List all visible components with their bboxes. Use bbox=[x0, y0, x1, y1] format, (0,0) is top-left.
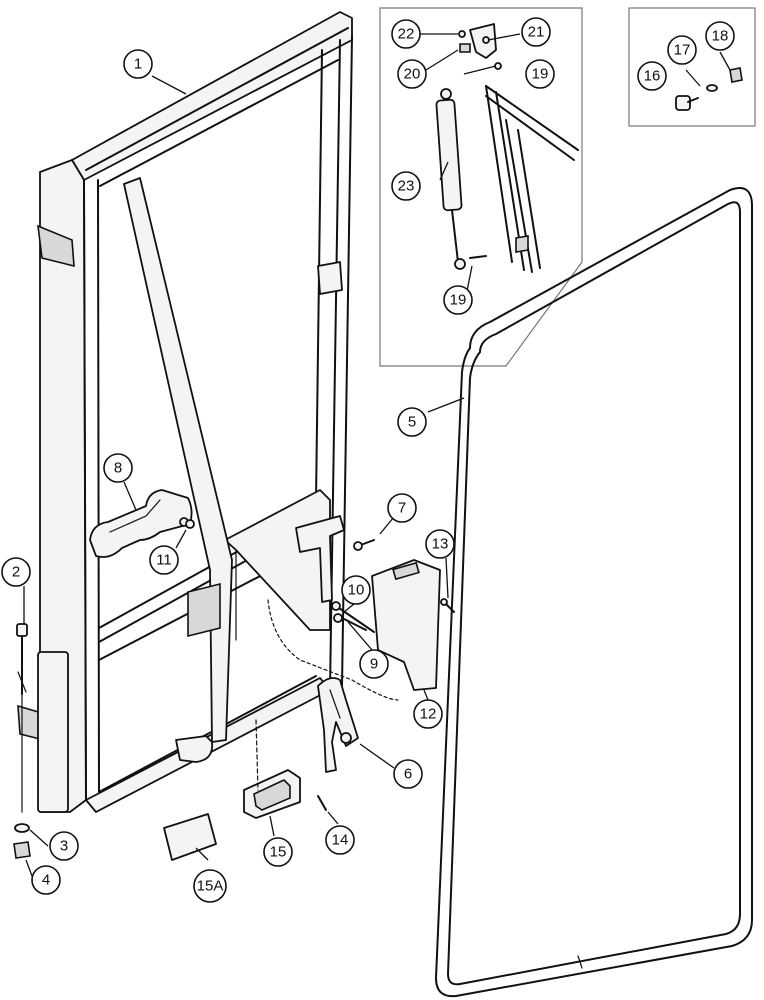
fastener-detail-box bbox=[628, 7, 756, 127]
washer-11 bbox=[185, 519, 195, 529]
callout-10: 10 bbox=[341, 575, 371, 605]
callout-label: 19 bbox=[450, 292, 467, 309]
callout-label: 7 bbox=[398, 500, 406, 517]
callout-label: 11 bbox=[156, 552, 172, 569]
leader-lines bbox=[23, 33, 731, 877]
callout-label: 9 bbox=[370, 656, 378, 673]
callout-label: 12 bbox=[420, 706, 437, 723]
callout-7: 7 bbox=[387, 493, 417, 523]
door-seal bbox=[435, 187, 753, 998]
callout-label: 16 bbox=[644, 68, 661, 85]
callout-label: 10 bbox=[348, 582, 365, 599]
callout-13: 13 bbox=[425, 529, 455, 559]
callout-label: 17 bbox=[674, 42, 691, 59]
callout-16: 16 bbox=[637, 61, 667, 91]
callout-label: 6 bbox=[404, 766, 412, 783]
callout-8: 8 bbox=[103, 453, 133, 483]
callout-label: 20 bbox=[404, 66, 421, 83]
callout-label: 2 bbox=[12, 564, 20, 581]
screw-14 bbox=[317, 795, 327, 811]
callout-14: 14 bbox=[325, 825, 355, 855]
callout-label: 13 bbox=[432, 536, 449, 553]
callout-9: 9 bbox=[359, 649, 389, 679]
callout-12: 12 bbox=[413, 699, 443, 729]
callout-17: 17 bbox=[667, 35, 697, 65]
callout-label: 21 bbox=[528, 24, 545, 41]
callout-label: 1 bbox=[134, 56, 142, 73]
callout-label: 5 bbox=[408, 414, 416, 431]
callout-label: 15A bbox=[197, 878, 224, 895]
cover-plate bbox=[163, 813, 217, 861]
callout-11: 11 bbox=[149, 545, 179, 575]
callout-20: 20 bbox=[397, 59, 427, 89]
gas-strut-detail bbox=[435, 23, 579, 273]
callout-19-top: 19 bbox=[525, 59, 555, 89]
callout-15: 15 bbox=[263, 837, 293, 867]
callout-18: 18 bbox=[705, 21, 735, 51]
inside-release bbox=[243, 719, 301, 819]
callout-15a: 15A bbox=[193, 869, 227, 903]
callout-label: 15 bbox=[270, 844, 287, 861]
callout-5: 5 bbox=[397, 407, 427, 437]
callout-1: 1 bbox=[123, 49, 153, 79]
fastener-detail bbox=[675, 67, 743, 111]
callout-label: 22 bbox=[398, 26, 415, 43]
callout-19-bottom: 19 bbox=[443, 285, 473, 315]
callout-label: 23 bbox=[398, 178, 415, 195]
callout-4: 4 bbox=[31, 865, 61, 895]
callout-2: 2 bbox=[1, 557, 31, 587]
hinge-bolt bbox=[13, 623, 31, 859]
callout-label: 3 bbox=[60, 838, 68, 855]
callout-3: 3 bbox=[49, 831, 79, 861]
callout-6: 6 bbox=[393, 759, 423, 789]
callout-label: 19 bbox=[532, 66, 549, 83]
callout-label: 8 bbox=[114, 460, 122, 477]
door-latch bbox=[317, 677, 359, 773]
callout-22: 22 bbox=[391, 19, 421, 49]
callout-label: 18 bbox=[712, 28, 729, 45]
door-frame bbox=[17, 11, 353, 813]
callout-21: 21 bbox=[521, 17, 551, 47]
callout-label: 14 bbox=[332, 832, 349, 849]
callout-23: 23 bbox=[391, 171, 421, 201]
gas-strut-detail-box bbox=[379, 7, 583, 367]
callout-label: 4 bbox=[42, 872, 50, 889]
latch-assembly bbox=[267, 515, 455, 701]
